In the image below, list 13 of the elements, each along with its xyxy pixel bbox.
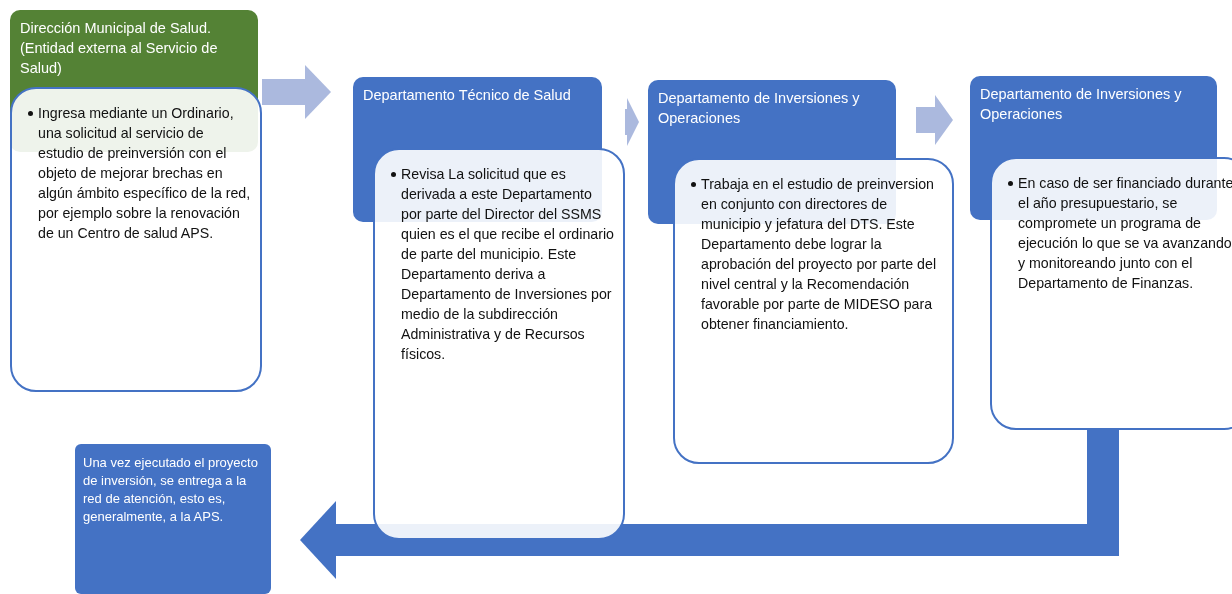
step-text: Una vez ejecutado el proyecto de inversión, se entrega a la red de atención, esto es, generalmente, a la APS. [83,454,259,526]
arrow [916,95,953,145]
bullet-text: En caso de ser financiado durante el año presupuestario, se compromete un programa de ejecución lo que se va avanzando y monitoreando junto con el Departamento de Finanzas. [1018,175,1232,291]
arrow [262,65,331,119]
arrow [625,98,639,146]
bullet-text: Revisa La solicitud que es derivada a este Departamento por parte del Director del SSMS quien es el que recibe el ordinario de parte del municipio. Este Departamento deriva a Departamento de Inversiones por medio de la subdirección Administrativa y de Recursos físicos. [401,166,614,362]
arrow [300,430,1119,579]
heading-text: Departamento Técnico de Salud [363,86,572,105]
heading-text: Dirección Municipal de Salud. (Entidad externa al Servicio de Salud) [20,19,219,78]
heading-text: Departamento de Inversiones y Operaciones [658,89,861,128]
heading-text: Departamento de Inversiones y Operaciones [980,85,1183,124]
bullet-text: Trabaja en el estudio de preinversion en conjunto con directores de municipio y jefatura del DTS. Este Departamento debe lograr la aprobación del proyecto por parte del nivel central y la Recomendación favorable por parte de MIDESO para obtener financiamiento. [701,176,937,332]
bullet-text: Ingresa mediante un Ordinario, una solicitud al servicio de estudio de preinversión con el objeto de mejorar brechas en algún ámbito específico de la red, por ejemplo sobre la renovación de un Centro de salud APS. [38,105,251,241]
